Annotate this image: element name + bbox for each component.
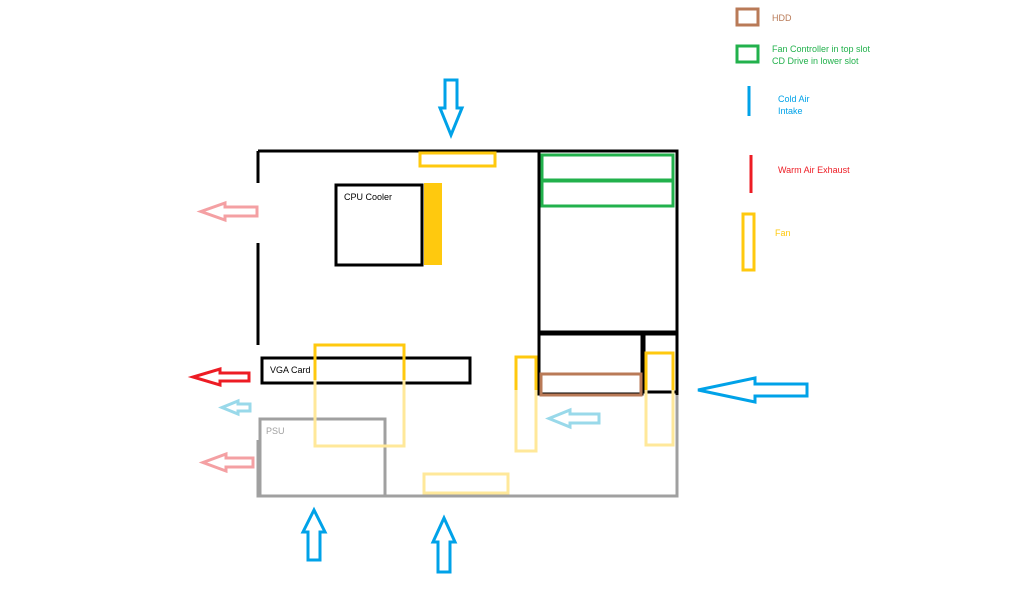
legend-warm-air-label: Warm Air Exhaust: [778, 165, 850, 175]
legend-cold-air-label-1: Cold Air: [778, 94, 810, 104]
fan-front-lower: [644, 390, 675, 447]
cold-air-arrow-top: [437, 78, 465, 139]
legend-hdd-label: HDD: [772, 13, 792, 23]
vga-card: [260, 356, 472, 385]
fan-controller-slot: [540, 153, 675, 182]
legend-cold-air-label-2: Intake: [778, 106, 803, 116]
fan-middle-lower: [514, 390, 538, 453]
legend-fan-controller-label: Fan Controller in top slot: [772, 44, 871, 54]
legend-fan-label: Fan: [775, 228, 791, 238]
cpu-cooler-label: CPU Cooler: [344, 192, 392, 202]
warm-air-arrow-top: [196, 200, 259, 223]
legend-hdd-swatch: [735, 7, 760, 27]
drive-bay-cage: [537, 149, 679, 334]
cold-air-arrow-front: [697, 376, 809, 404]
cold-air-arrow-bottom-right: [430, 514, 458, 574]
fan-vga-lower: [313, 380, 406, 448]
cd-drive-slot: [540, 179, 675, 208]
fan-vga-upper: [313, 343, 406, 380]
vga-card-label: VGA Card: [270, 365, 311, 375]
fan-middle-upper: [514, 355, 538, 390]
hdd: [539, 372, 643, 397]
warm-air-arrow-middle: [187, 366, 251, 388]
cpu-cooler: [334, 183, 424, 267]
psu: [258, 417, 387, 498]
warm-air-arrow-bottom: [198, 451, 255, 474]
cold-air-arrow-bottom-left: [300, 506, 328, 562]
legend-fan-swatch: [741, 212, 756, 272]
fan-bottom: [422, 472, 510, 495]
case-outline: [256, 149, 679, 498]
legend-drive-swatch: [735, 44, 760, 64]
cpu-cooler-fan: [424, 183, 442, 265]
cold-air-arrow-inner: [545, 407, 601, 430]
legend-cd-drive-label: CD Drive in lower slot: [772, 56, 859, 66]
psu-label: PSU: [266, 426, 285, 436]
fan-front-upper: [644, 351, 675, 390]
legend: HDD Fan Controller in top slot CD Drive …: [735, 7, 871, 272]
hdd-cage-right: [642, 332, 679, 394]
hdd-cage: [537, 332, 644, 396]
cold-air-arrow-rear-small: [218, 398, 252, 417]
fan-top: [418, 151, 497, 168]
